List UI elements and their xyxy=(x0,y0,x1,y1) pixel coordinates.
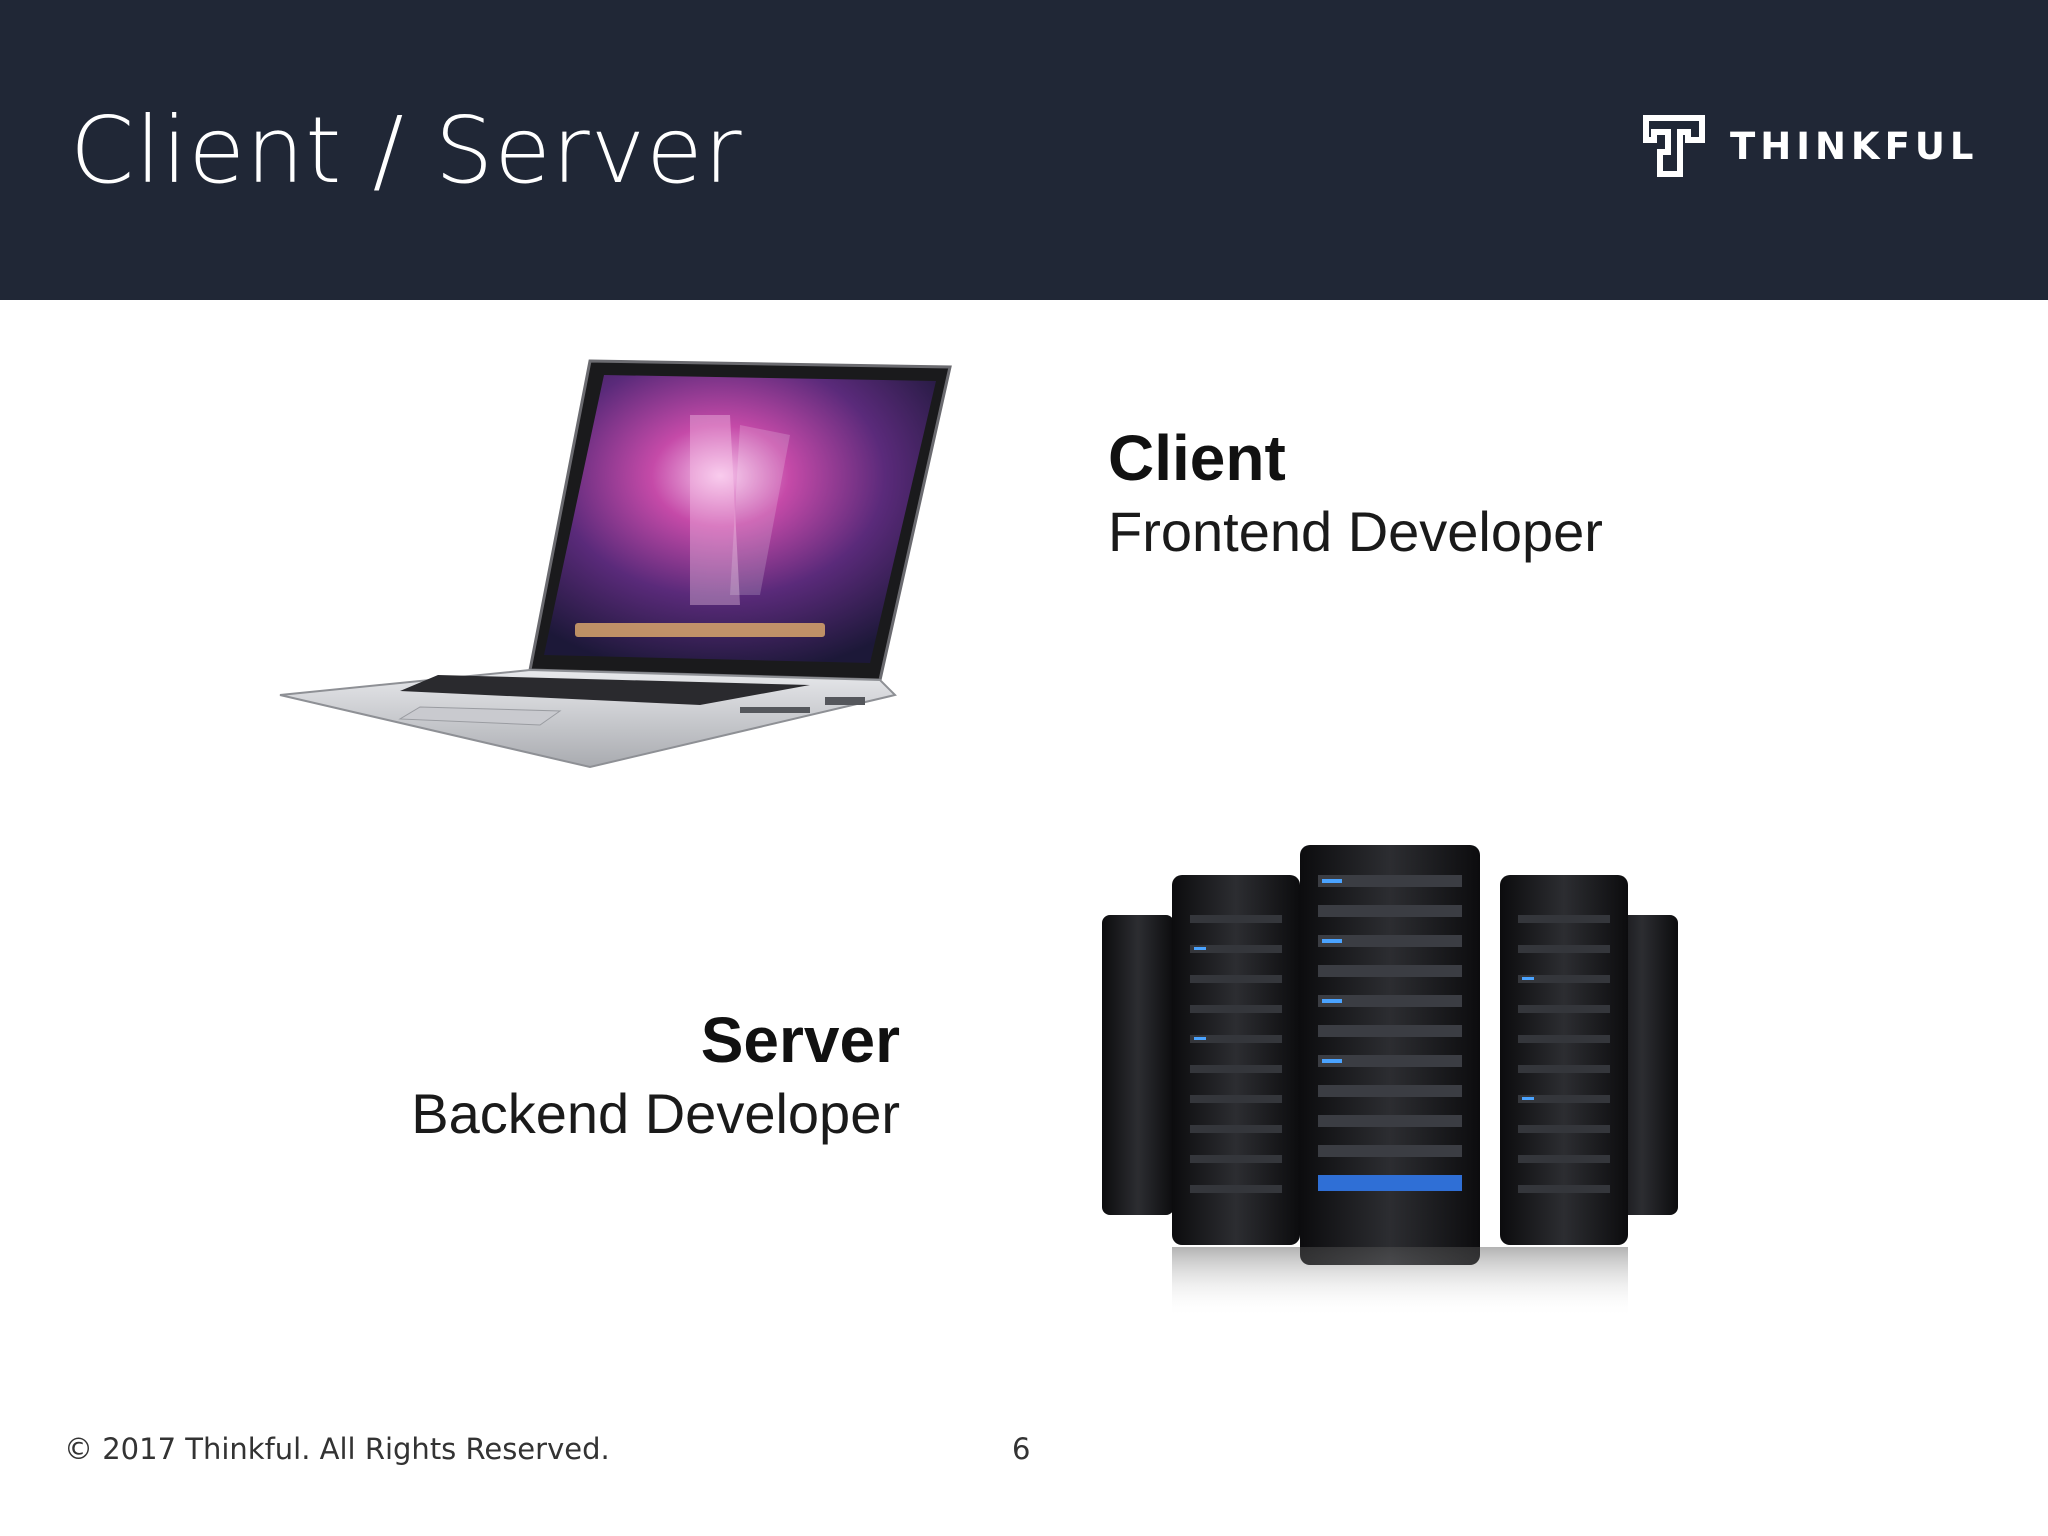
server-title: Server xyxy=(700,1004,900,1076)
client-subtitle: Frontend Developer xyxy=(1108,500,1603,563)
slide-header: Client / Server THINKFUL xyxy=(0,0,2048,300)
client-block: Client Frontend Developer xyxy=(1108,420,1603,568)
client-title: Client xyxy=(1108,422,1286,494)
thinkful-logo: THINKFUL xyxy=(1640,112,1979,180)
logo-wordmark: THINKFUL xyxy=(1730,124,1979,168)
slide-title: Client / Server xyxy=(70,97,743,204)
page-number: 6 xyxy=(1012,1432,1031,1466)
server-block: Server Backend Developer xyxy=(411,1002,900,1150)
thinkful-t-mark-icon xyxy=(1643,115,1705,177)
server-racks-image xyxy=(1102,845,1678,1317)
copyright-notice: © 2017 Thinkful. All Rights Reserved. xyxy=(64,1432,610,1466)
laptop-image xyxy=(279,359,952,769)
server-subtitle: Backend Developer xyxy=(411,1082,900,1145)
